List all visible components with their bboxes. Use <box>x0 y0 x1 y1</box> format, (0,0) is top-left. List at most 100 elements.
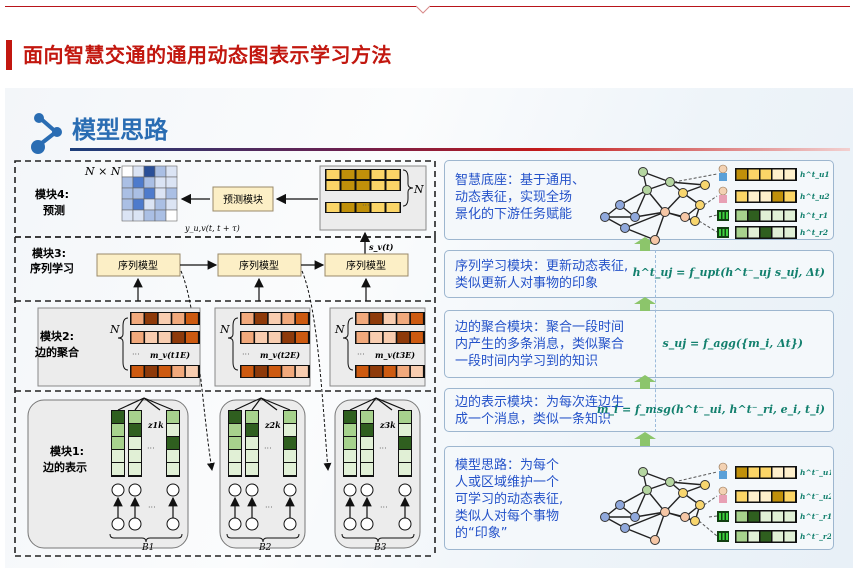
graph-node <box>650 235 660 245</box>
matrix-cell <box>121 187 134 200</box>
text-line: 智慧底座：基于通用、 <box>455 173 586 188</box>
message-cell <box>383 313 396 324</box>
message-cell <box>158 366 171 377</box>
embedding-cell <box>784 227 795 238</box>
module4-label-2: 预测 <box>43 203 65 217</box>
formula-update: h^t_uj = f_upt(h^t⁻_uj s_uj, Δt) <box>632 266 825 279</box>
text-line: 成一个消息，类似一条知识 <box>455 412 612 427</box>
module3-label-1: 模块3: <box>32 246 66 260</box>
edge-feature-cell <box>361 463 373 475</box>
section-underline <box>70 148 850 151</box>
message-cell <box>295 332 308 343</box>
graph-node <box>638 167 648 177</box>
edge-feature-cell <box>344 411 356 423</box>
edge-feature-cell <box>284 450 296 462</box>
matrix-cell <box>132 165 145 178</box>
embedding-cell <box>736 169 747 180</box>
graph-node <box>695 500 705 510</box>
embedding-cell <box>736 227 747 238</box>
state-cell <box>326 203 340 212</box>
state-cell <box>326 170 340 179</box>
graph-node <box>620 223 630 233</box>
matrix-cell <box>154 198 167 211</box>
graph-node <box>680 212 690 222</box>
edge-feature-cell <box>229 450 241 462</box>
embedding-cell <box>748 511 759 522</box>
person-body-icon <box>719 173 727 181</box>
embedding-label: h^t_u2 <box>800 192 830 201</box>
node-u <box>398 517 412 531</box>
message-cell <box>255 366 268 377</box>
message-cell <box>282 332 295 343</box>
state-cell <box>371 170 385 179</box>
message-cell <box>158 313 171 324</box>
edge-feature-cell <box>399 450 411 462</box>
panel-edge-aggregation: 边的聚合模块：聚合一段时间 内产生的多条消息，类似聚合 一段时间内学习到的知识 … <box>444 310 834 378</box>
edge-feature-cell <box>229 437 241 449</box>
title-accent-bar <box>6 40 12 70</box>
matrix-cell <box>132 198 145 211</box>
edge-feature-cell <box>284 411 296 423</box>
message-cell <box>241 313 254 324</box>
matrix-cell <box>143 198 156 211</box>
graph-node <box>620 523 630 533</box>
message-cell <box>383 332 396 343</box>
node-v <box>228 483 242 497</box>
edge-feature-cell <box>246 437 258 449</box>
node-u <box>283 517 297 531</box>
state-cell <box>371 181 385 190</box>
node-v <box>398 483 412 497</box>
up-arrow-icon <box>634 432 656 446</box>
message-cell <box>356 332 369 343</box>
matrix-cell <box>154 209 167 222</box>
state-cell <box>386 203 400 212</box>
message-cell <box>131 332 144 343</box>
embedding-cell <box>784 169 795 180</box>
person-body-icon <box>719 195 727 203</box>
embedding-cell <box>760 169 771 180</box>
module4-label-1: 模块4: <box>35 187 69 201</box>
embedding-label: h^t_r2 <box>800 228 828 237</box>
aggregation-ellipsis: ··· <box>132 350 140 359</box>
matrix-cell <box>121 198 134 211</box>
graph-node <box>700 480 710 490</box>
graph-node <box>690 516 700 526</box>
panel-sequence-learning: 序列学习模块：更新动态表征, 类似更新人对事物的印象 h^t_uj = f_up… <box>444 250 834 298</box>
node-v <box>283 483 297 497</box>
aggregation-ellipsis: ··· <box>242 350 250 359</box>
message-cell <box>241 332 254 343</box>
sequence-model-label: 序列模型 <box>239 259 279 272</box>
matrix-cell <box>165 187 178 200</box>
edge-feature-cell <box>361 411 373 423</box>
module1-label-2: 边的表示 <box>42 460 87 474</box>
graph-node <box>680 512 690 522</box>
z-label: z3k <box>379 420 396 430</box>
message-cell <box>145 332 158 343</box>
edge-feature-cell <box>246 450 258 462</box>
message-cell <box>370 332 383 343</box>
state-cell <box>356 181 370 190</box>
graph-node <box>600 212 610 222</box>
panel-edge-representation: 边的表示模块：为每次连边生 成一个消息，类似一条知识 m_i = f_msg(h… <box>444 388 834 432</box>
edge-feature-cell <box>246 411 258 423</box>
embedding-cell <box>772 511 783 522</box>
matrix-cell <box>132 176 145 189</box>
embedding-cell <box>760 531 771 542</box>
module2-label-2: 边的聚合 <box>34 345 80 359</box>
edge-feature-cell <box>229 411 241 423</box>
matrix-cell <box>121 209 134 222</box>
edge-feature-cell <box>361 450 373 462</box>
embedding-cell <box>760 491 771 502</box>
embedding-cell <box>748 210 759 221</box>
edge-ellipsis: ··· <box>147 444 155 453</box>
graph-node <box>650 535 660 545</box>
edge-feature-cell <box>167 411 179 423</box>
message-cell <box>295 313 308 324</box>
matrix-cell <box>143 187 156 200</box>
text-line: 类似人对每个事物 <box>455 509 560 524</box>
z-label: z2k <box>264 420 281 430</box>
graph-node <box>695 200 705 210</box>
embedding-cell <box>772 467 783 478</box>
graph-node <box>630 212 640 222</box>
module2-label-1: 模块2: <box>40 329 74 343</box>
